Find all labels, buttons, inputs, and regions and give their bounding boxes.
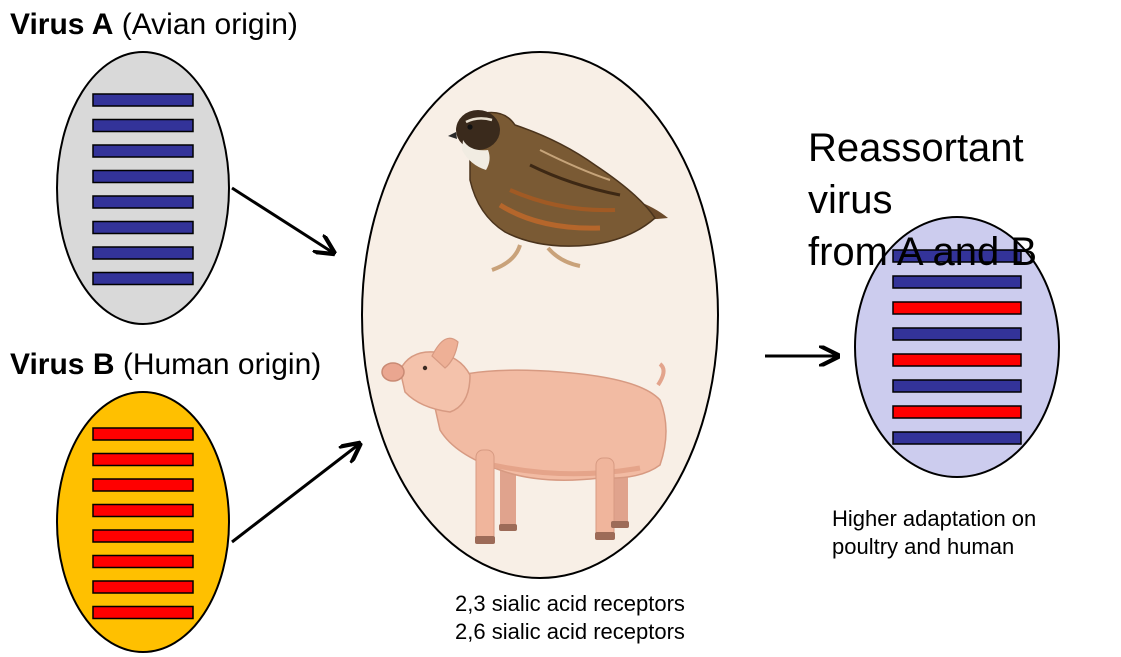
- virus-b-segment-5: [93, 530, 193, 542]
- virus-b-name: Virus B: [10, 348, 115, 381]
- virus-b-particle: [57, 392, 229, 652]
- reassortant-title-line1: Reassortant virus: [808, 122, 1118, 226]
- reassortant-segment-6: [893, 380, 1021, 392]
- virus-a-particle: [57, 52, 229, 324]
- adaptation-note: Higher adaptation on poultry and human: [832, 505, 1092, 561]
- reassortant-segment-3: [893, 302, 1021, 314]
- virus-b-segment-4: [93, 505, 193, 517]
- virus-b-segment-6: [93, 556, 193, 568]
- virus-b-segment-7: [93, 581, 193, 593]
- reassortant-title: Reassortant virus from A and B: [808, 122, 1118, 278]
- virus-a-segment-8: [93, 273, 193, 285]
- virus-b-segment-3: [93, 479, 193, 491]
- virus-a-segment-1: [93, 94, 193, 106]
- virus-b-segment-1: [93, 428, 193, 440]
- reassortant-title-line2: from A and B: [808, 226, 1118, 278]
- reassortant-segment-5: [893, 354, 1021, 366]
- adaptation-note-line1: Higher adaptation on: [832, 505, 1092, 533]
- host-mixing-vessel: [362, 52, 718, 578]
- arrow-a-to-host: [232, 188, 332, 252]
- receptor-line-2-6: 2,6 sialic acid receptors: [400, 618, 740, 646]
- adaptation-note-line2: poultry and human: [832, 533, 1092, 561]
- virus-a-label: Virus A (Avian origin): [10, 8, 298, 42]
- virus-b-segment-8: [93, 607, 193, 619]
- virus-b-segment-2: [93, 454, 193, 466]
- receptors-note: 2,3 sialic acid receptors 2,6 sialic aci…: [400, 590, 740, 646]
- reassortant-segment-4: [893, 328, 1021, 340]
- virus-b-origin: (Human origin): [123, 348, 321, 381]
- virus-a-origin: (Avian origin): [122, 8, 298, 41]
- virus-a-segment-2: [93, 120, 193, 132]
- reassortant-segment-7: [893, 406, 1021, 418]
- host-envelope: [362, 52, 718, 578]
- virus-a-segment-6: [93, 222, 193, 234]
- arrow-b-to-host: [232, 445, 358, 542]
- virus-a-segment-3: [93, 145, 193, 157]
- virus-a-segment-4: [93, 171, 193, 183]
- reassortant-segment-8: [893, 432, 1021, 444]
- receptor-line-2-3: 2,3 sialic acid receptors: [400, 590, 740, 618]
- virus-a-segment-5: [93, 196, 193, 208]
- virus-a-name: Virus A: [10, 8, 113, 41]
- virus-a-segment-7: [93, 247, 193, 259]
- virus-b-label: Virus B (Human origin): [10, 348, 321, 382]
